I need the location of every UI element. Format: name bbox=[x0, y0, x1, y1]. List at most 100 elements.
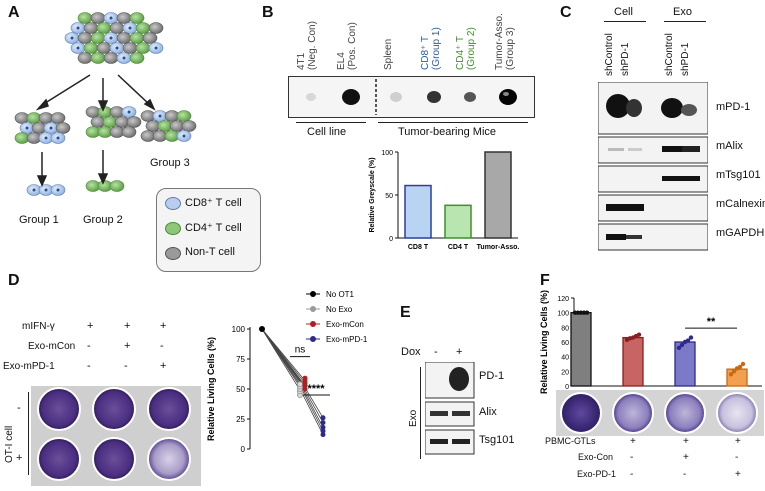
point-2 bbox=[685, 338, 691, 343]
well-a1 bbox=[37, 387, 81, 431]
x-tick-label: Tumor-Asso. bbox=[477, 244, 520, 251]
band-mcal-1 bbox=[606, 204, 626, 211]
x-tick-label: CD4 T bbox=[448, 244, 469, 251]
blot-label-mtsg101: mTsg101 bbox=[716, 169, 761, 181]
dot-blot-spots bbox=[306, 79, 517, 115]
cell-line-bracket bbox=[296, 122, 366, 123]
y-tick-label: 0 bbox=[389, 236, 393, 243]
ot1-cell-label: OT-I cell bbox=[4, 425, 15, 463]
lane-name: EL4 bbox=[336, 52, 347, 70]
y-tick-label: 25 bbox=[236, 415, 245, 424]
point-3 bbox=[740, 361, 746, 367]
lane-name: 4T1 bbox=[296, 52, 307, 70]
cd8-nucleus bbox=[158, 114, 162, 118]
dot-blot-membrane bbox=[288, 76, 535, 118]
sig-stars: **** bbox=[307, 383, 325, 395]
exo-header: Exo bbox=[673, 6, 692, 18]
point-exo-mpd1 bbox=[320, 424, 326, 430]
cell-header-line bbox=[604, 21, 646, 22]
non-t-cell bbox=[77, 32, 93, 44]
paired-line-mcon bbox=[261, 328, 304, 379]
lane-label-2: Spleen bbox=[383, 39, 394, 70]
sign-r0-c0: + bbox=[87, 320, 94, 332]
lane-group: (Group 3) bbox=[505, 27, 516, 70]
western-blot-panel-c bbox=[598, 82, 708, 251]
point-2 bbox=[676, 345, 682, 351]
non-t-cell bbox=[148, 22, 164, 34]
x-tick-label: CD8 T bbox=[408, 244, 429, 251]
band-malix-4 bbox=[682, 146, 700, 152]
non-t-cell bbox=[116, 32, 132, 44]
exo-side-line bbox=[420, 367, 421, 459]
band-pd1 bbox=[449, 367, 469, 391]
cd8-nucleus bbox=[56, 188, 60, 192]
legend-marker bbox=[310, 321, 316, 327]
band-malix-3 bbox=[662, 146, 682, 152]
sign-r0-c1: + bbox=[124, 320, 131, 332]
well-a2 bbox=[92, 387, 136, 431]
cd4-cell bbox=[129, 12, 145, 24]
band-mgapdh-2 bbox=[626, 235, 642, 239]
pbmc-well-1 bbox=[560, 392, 602, 434]
cd8-swatch bbox=[165, 197, 181, 210]
dot-tumor-asso bbox=[499, 89, 517, 105]
blot-label-pd1: PD-1 bbox=[479, 370, 505, 382]
cd4-cell bbox=[90, 32, 106, 44]
legend-cd4-label: CD4⁺ T cell bbox=[185, 222, 242, 234]
y-axis-label: Relative Living Cells (%) bbox=[539, 290, 549, 394]
cell-type-legend: CD8⁺ T cell CD4⁺ T cell Non-T cell bbox=[156, 188, 261, 272]
legend-label: Exo-mPD-1 bbox=[326, 335, 368, 344]
legend-marker bbox=[310, 291, 316, 297]
lane-group: (Group 1) bbox=[431, 27, 442, 70]
panel-a-cell-diagram bbox=[14, 12, 197, 196]
cd8-nucleus bbox=[70, 36, 74, 40]
non-t-cell bbox=[103, 52, 119, 64]
lane-label-3: CD8⁺ T(Group 1) bbox=[420, 27, 442, 70]
panel-label-a: A bbox=[8, 4, 20, 21]
well-b1 bbox=[37, 437, 81, 481]
sign-1-2: + bbox=[683, 452, 689, 463]
condition-label-2: Exo-PD-1 bbox=[577, 469, 617, 479]
y-axis-label: Relative Living Cells (%) bbox=[206, 337, 216, 441]
y-axis-label: Relative Greyscale (%) bbox=[369, 157, 376, 232]
point-3 bbox=[737, 364, 743, 370]
bar-0 bbox=[570, 312, 592, 387]
band-mtsg-4 bbox=[682, 176, 700, 181]
blot-label-mgapdh: mGAPDH bbox=[716, 227, 765, 239]
point-exo-mcon bbox=[302, 386, 308, 392]
sign-r2-c1: - bbox=[124, 360, 128, 372]
blot-label-malix: mAlix bbox=[716, 140, 743, 152]
ot1-plus: + bbox=[16, 452, 23, 464]
cd4-cell bbox=[135, 42, 151, 54]
panel-label-c: C bbox=[560, 4, 572, 21]
cell-header: Cell bbox=[614, 6, 633, 18]
lane-group: (Pos. Con) bbox=[347, 22, 358, 70]
well-plate bbox=[31, 386, 201, 486]
point-1 bbox=[636, 332, 642, 337]
mixed-cell-population bbox=[64, 12, 164, 64]
cd4-cell bbox=[96, 22, 112, 34]
cd8-nucleus bbox=[128, 26, 132, 30]
group-3-cells bbox=[140, 110, 197, 142]
non-t-cell bbox=[50, 112, 66, 124]
legend-label: Exo-mCon bbox=[326, 320, 364, 329]
legend-label: No Exo bbox=[326, 305, 353, 314]
paired-line bbox=[261, 328, 324, 435]
cd4-cell bbox=[135, 22, 151, 34]
y-tick-label: 20 bbox=[561, 369, 569, 376]
non-t-cell bbox=[122, 42, 138, 54]
group-3-label: Group 3 bbox=[150, 157, 190, 169]
pbmc-well-2 bbox=[612, 392, 654, 434]
point-exo-mpd1 bbox=[320, 415, 326, 421]
y-tick-label: 60 bbox=[561, 340, 569, 347]
y-tick-label: 120 bbox=[557, 296, 569, 303]
lane-group: (Neg. Con) bbox=[307, 21, 318, 70]
legend-cd8-label: CD8⁺ T cell bbox=[185, 197, 242, 209]
sign-1-1: - bbox=[630, 452, 634, 463]
panel-label-e: E bbox=[400, 304, 411, 321]
dot-el4 bbox=[342, 89, 360, 105]
lane-label-c-1: shPD-1 bbox=[620, 42, 631, 76]
cd8-nucleus bbox=[109, 16, 113, 20]
dot-4t1 bbox=[306, 93, 316, 101]
sig-ns: ns bbox=[295, 345, 306, 356]
